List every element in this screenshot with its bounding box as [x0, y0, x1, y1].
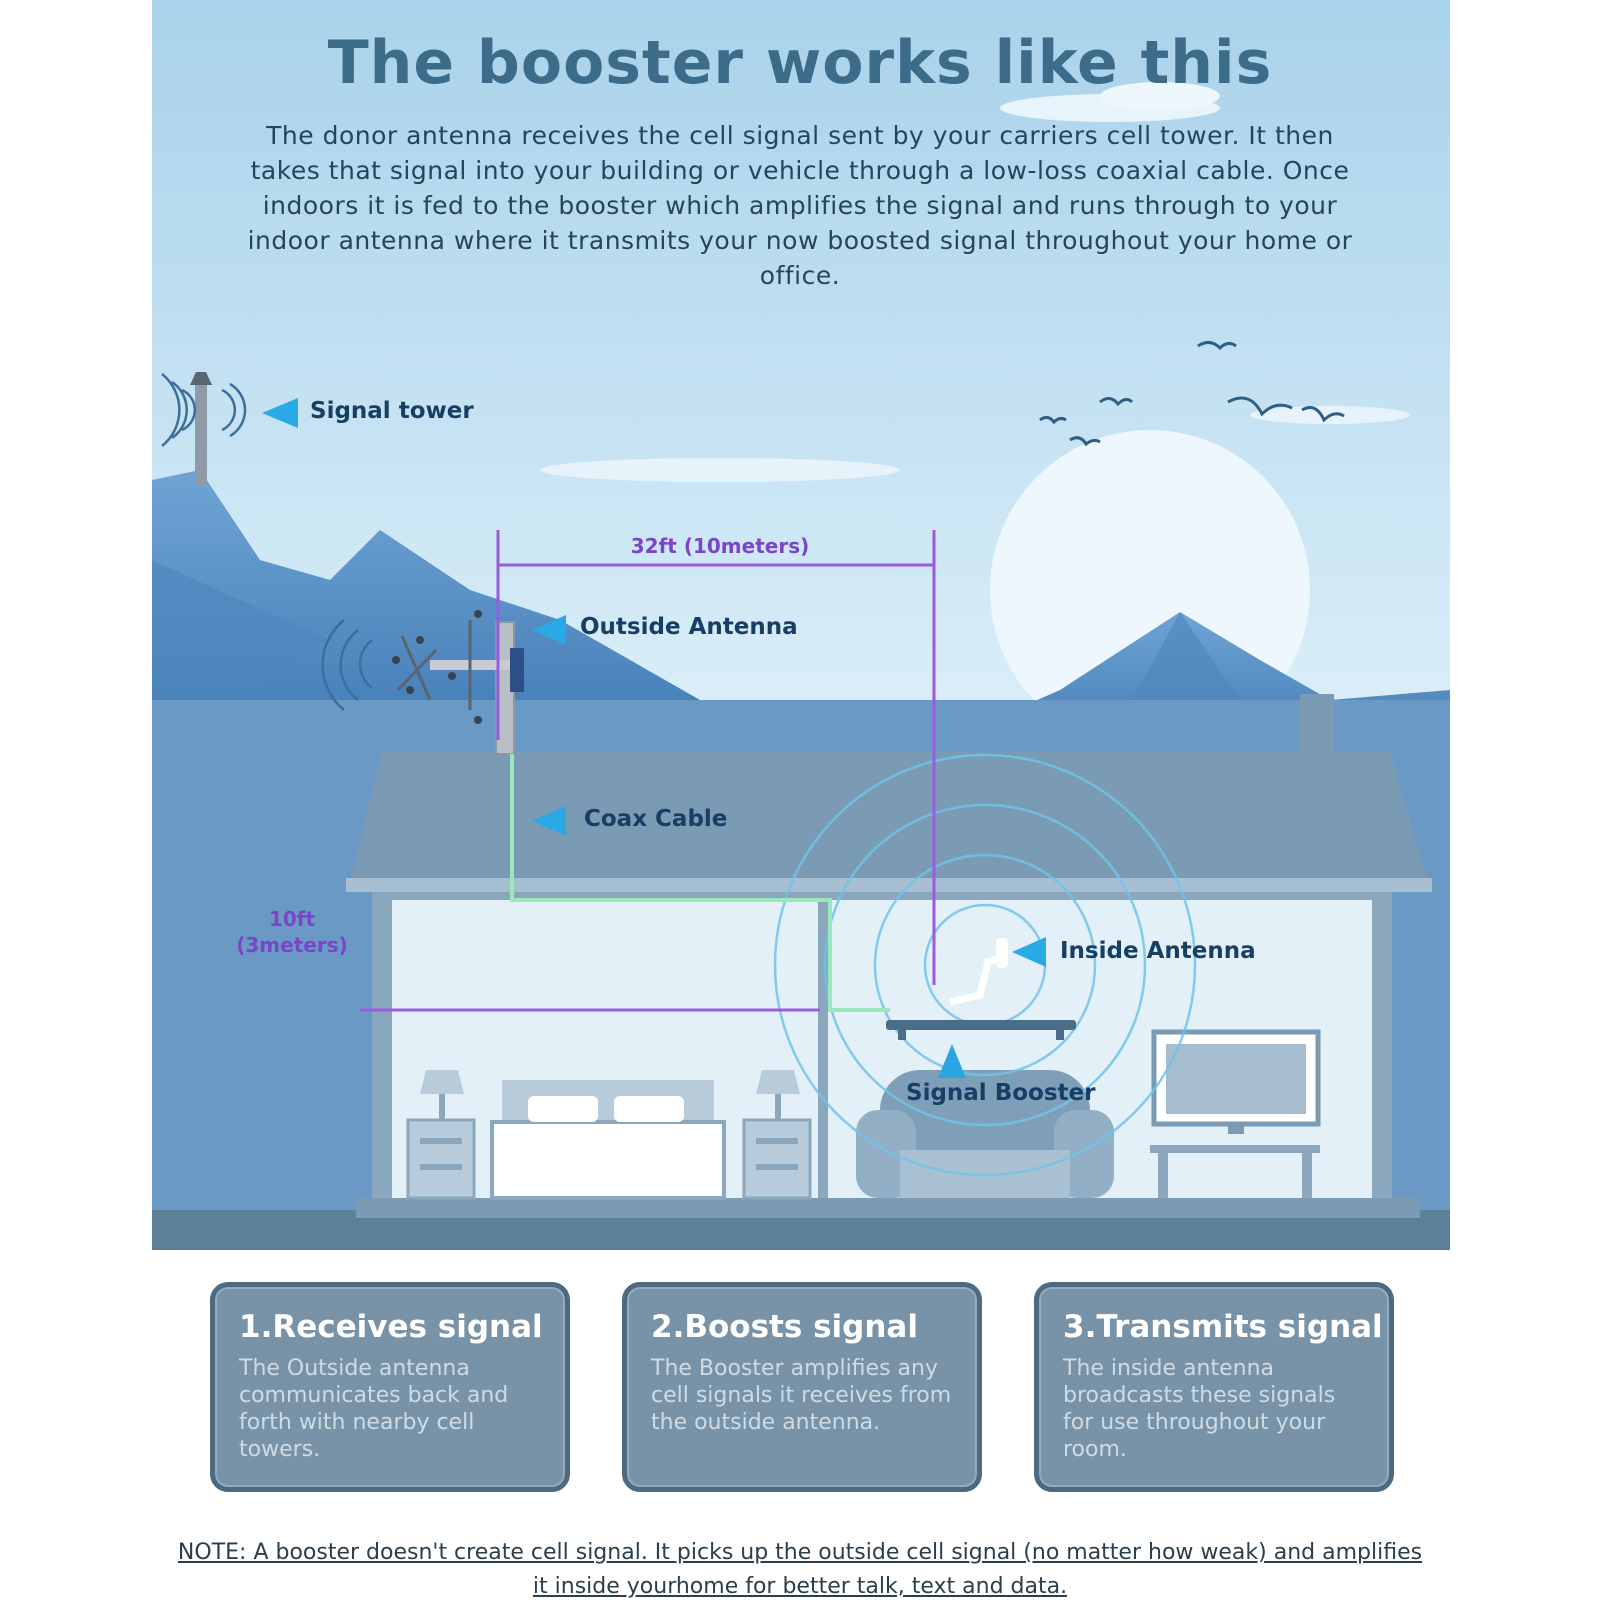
sofa-icon — [856, 1070, 1114, 1198]
callout-arrows — [262, 398, 1046, 967]
step-card-receives: 1.Receives signal The Outside antenna co… — [210, 1282, 570, 1492]
cell-tower-icon — [161, 372, 247, 485]
intro-paragraph: The donor antenna receives the cell sign… — [247, 121, 1353, 290]
step-body: The Booster amplifies any cell signals i… — [651, 1356, 952, 1435]
step-title: 3.Transmits signal — [1063, 1309, 1383, 1345]
label-signal-tower: Signal tower — [310, 398, 474, 424]
dimension-horizontal: 32ft (10meters) — [630, 534, 810, 558]
house-eave — [346, 878, 1432, 892]
label-coax-cable: Coax Cable — [584, 806, 728, 832]
arrow-inside-antenna — [1012, 937, 1046, 967]
step-card-boosts: 2.Boosts signal The Booster amplifies an… — [622, 1282, 982, 1492]
step-body: The Outside antenna communicates back an… — [239, 1356, 509, 1462]
outside-antenna-icon — [321, 610, 524, 755]
cloud — [1100, 82, 1220, 110]
step-card-transmits: 3.Transmits signal The inside antenna br… — [1034, 1282, 1394, 1492]
birds-icon — [1039, 341, 1345, 447]
label-outside-antenna: Outside Antenna — [580, 614, 798, 640]
bed-icon — [490, 1080, 726, 1200]
step-body: The inside antenna broadcasts these sign… — [1063, 1356, 1336, 1462]
broadcast-rings — [773, 753, 1197, 1177]
arrow-signal-tower — [262, 398, 298, 428]
nightstand-right-icon — [742, 1070, 812, 1200]
floor — [356, 1198, 1420, 1218]
arrow-outside-antenna — [532, 615, 566, 645]
dimension-vertical-line2: (3meters) — [236, 933, 348, 957]
dimension-lines — [360, 530, 936, 1012]
chimney — [1300, 694, 1334, 756]
label-signal-booster: Signal Booster — [906, 1080, 1096, 1106]
house-roof — [350, 752, 1428, 882]
tv-icon — [1150, 1029, 1321, 1198]
step-title: 2.Boosts signal — [651, 1309, 918, 1345]
mountain-left — [152, 470, 720, 760]
footnote: NOTE: A booster doesn't create cell sign… — [177, 1540, 1423, 1599]
signal-booster-icon — [886, 1020, 1076, 1078]
step-title: 1.Receives signal — [239, 1309, 543, 1345]
label-inside-antenna: Inside Antenna — [1060, 938, 1256, 964]
dimension-vertical: 10ft (3meters) — [222, 906, 362, 958]
cloud — [540, 458, 900, 482]
inside-antenna-icon — [949, 938, 1008, 1006]
nightstand-left-icon — [406, 1070, 476, 1200]
page-title: The booster works like this — [327, 28, 1273, 98]
dimension-vertical-line1: 10ft — [268, 907, 316, 931]
coax-cable — [510, 754, 890, 1012]
arrow-coax-cable — [532, 806, 566, 836]
room-divider — [818, 900, 828, 1198]
